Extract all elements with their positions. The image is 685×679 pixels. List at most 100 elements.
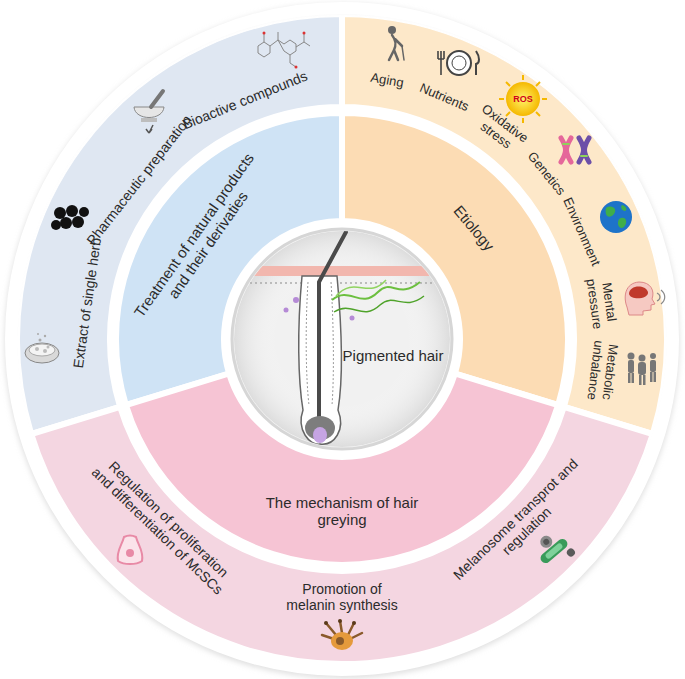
illustration-part xyxy=(542,538,550,546)
illustration-part xyxy=(66,205,78,217)
sector-heading: The mechanism of hair greying xyxy=(255,494,430,529)
illustration-part xyxy=(628,373,631,383)
illustration-part xyxy=(134,107,164,118)
sector-fill xyxy=(116,113,342,405)
outer-rim xyxy=(8,7,676,675)
illustration-part xyxy=(438,51,444,75)
illustration-part xyxy=(639,375,642,385)
illustration-part xyxy=(39,339,42,342)
illustration-part xyxy=(37,333,39,335)
illustration-part xyxy=(264,32,310,67)
item-label: Oxidative stress xyxy=(464,97,536,162)
item-label: Environment xyxy=(560,196,603,269)
sector-fill xyxy=(342,14,667,434)
illustration-part xyxy=(324,621,328,625)
metabolic-unbalance-icon xyxy=(628,353,657,386)
illustration-part xyxy=(654,372,657,382)
illustration-part xyxy=(263,32,266,35)
chemical-structure-icon xyxy=(258,32,310,69)
center-fill xyxy=(232,229,452,449)
item-label: Mental pressure xyxy=(583,272,621,334)
illustration-part xyxy=(331,632,353,650)
illustration-part xyxy=(536,82,540,86)
illustration-part xyxy=(452,56,466,70)
illustration-part xyxy=(230,282,460,284)
illustration-part xyxy=(118,536,143,565)
illustration-part xyxy=(625,282,655,315)
illustration-part xyxy=(25,343,59,363)
item-label: Nutrients xyxy=(417,81,471,115)
illustration-part xyxy=(628,353,635,360)
icon-label: ROS xyxy=(513,94,533,104)
illustration-part xyxy=(72,216,84,228)
illustration-part xyxy=(313,427,327,443)
item-label: Promotion of melanin synthesis xyxy=(277,581,407,613)
sector-fill xyxy=(17,14,342,434)
mcsc-icon xyxy=(118,536,143,565)
illustration-part xyxy=(600,201,632,233)
illustration-part xyxy=(506,82,510,86)
mental-pressure-icon xyxy=(625,282,665,315)
pill-cluster-icon xyxy=(51,205,89,230)
illustration-part xyxy=(632,373,635,383)
illustration-part xyxy=(628,360,634,373)
illustration-part xyxy=(54,207,66,219)
sector-fill xyxy=(31,407,653,664)
illustration-part xyxy=(44,335,46,337)
illustration-part xyxy=(293,297,299,303)
illustration-part xyxy=(650,360,656,372)
hair-follicle xyxy=(230,231,460,447)
illustration-part xyxy=(43,349,47,353)
illustration-part xyxy=(348,623,354,635)
chromosome-icon xyxy=(561,138,589,162)
illustration-part xyxy=(141,118,157,122)
illustration-part xyxy=(338,619,342,623)
mortar-icon xyxy=(134,91,164,133)
illustration-part xyxy=(35,347,39,351)
illustration-part xyxy=(270,40,296,55)
illustration-part xyxy=(60,217,72,229)
illustration-part xyxy=(629,287,648,299)
illustration-part xyxy=(234,231,450,447)
item-label: Metabolic unbalance xyxy=(583,333,621,408)
illustration-part xyxy=(334,296,424,312)
oxidative-stress-sun-icon xyxy=(499,75,547,123)
item-label: Extract of single herb xyxy=(69,237,103,369)
item-label: Genetics xyxy=(524,149,568,198)
illustration-part xyxy=(8,7,676,675)
illustration-part xyxy=(639,355,646,362)
illustration-part xyxy=(561,138,571,162)
illustration-part xyxy=(638,362,646,375)
illustration-part xyxy=(303,32,306,35)
illustration-part xyxy=(643,375,646,385)
illustration-part xyxy=(336,637,344,645)
illustration-part xyxy=(499,98,504,100)
illustration-part xyxy=(606,205,627,228)
illustration-part xyxy=(146,125,153,133)
sector-fill xyxy=(342,113,568,405)
item-label: Regulation of proliferation and differen… xyxy=(87,450,239,598)
illustration-part xyxy=(506,82,540,116)
melanocyte-icon xyxy=(322,619,362,650)
herb-dish-icon xyxy=(25,333,59,363)
sector-heading: Etiology xyxy=(450,202,498,254)
illustration-part xyxy=(499,75,547,123)
item-label: Melanosome transprot and regulation xyxy=(449,454,594,595)
nutrients-icon xyxy=(438,51,479,75)
illustration-part xyxy=(332,282,420,300)
illustration-part xyxy=(522,75,524,80)
illustration-part xyxy=(563,144,587,156)
